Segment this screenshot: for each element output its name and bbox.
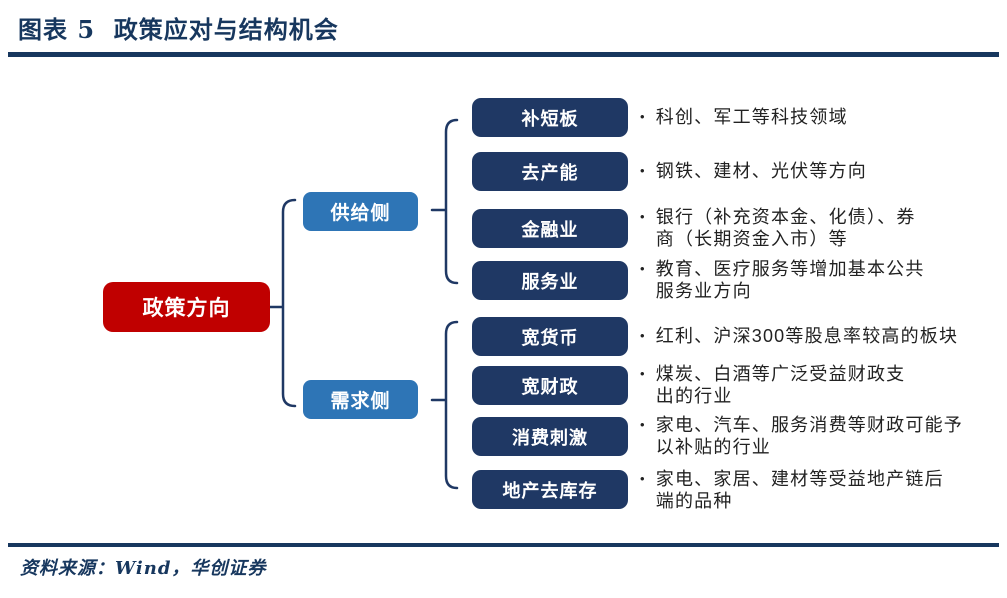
node-demand-side: 需求侧: [303, 380, 418, 419]
note-property-destocking: • 家电、家居、建材等受益地产链后 端的品种: [640, 468, 992, 512]
node-shore-up-weaknesses: 补短板: [472, 98, 628, 137]
note-cut-capacity: • 钢铁、建材、光伏等方向: [640, 160, 992, 182]
node-finance-industry: 金融业: [472, 209, 628, 248]
page-title: 图表 5 政策应对与结构机会: [18, 15, 339, 44]
node-label: 去产能: [521, 162, 579, 183]
footer-divider: [8, 543, 999, 547]
node-label: 服务业: [521, 271, 579, 292]
bullet-icon: •: [640, 209, 646, 224]
brace-demand-to-leaves: [430, 320, 459, 490]
node-service-industry: 服务业: [472, 261, 628, 300]
note-service-industry: • 教育、医疗服务等增加基本公共 服务业方向: [640, 258, 992, 302]
node-label: 政策方向: [142, 297, 231, 320]
note-text: 教育、医疗服务等增加基本公共 服务业方向: [655, 259, 925, 301]
node-consumption-stimulus: 消费刺激: [472, 417, 628, 456]
brace-supply-to-leaves: [430, 118, 459, 285]
note-finance-industry: • 银行（补充资本金、化债）、券 商（长期资金入市）等: [640, 206, 992, 250]
note-loose-fiscal: • 煤炭、白酒等广泛受益财政支 出的行业: [640, 363, 992, 407]
title-divider: [8, 52, 999, 57]
node-label: 宽货币: [521, 327, 579, 348]
node-cut-capacity: 去产能: [472, 152, 628, 191]
bullet-icon: •: [640, 109, 646, 124]
brace-root-to-branches: [268, 198, 297, 408]
node-property-destocking: 地产去库存: [472, 470, 628, 509]
node-label: 宽财政: [521, 376, 579, 397]
note-text: 红利、沪深300等股息率较高的板块: [655, 326, 959, 346]
node-label: 地产去库存: [502, 480, 598, 501]
node-label: 补短板: [521, 108, 579, 129]
note-shore-up-weaknesses: • 科创、军工等科技领域: [640, 106, 992, 128]
bullet-icon: •: [640, 328, 646, 343]
node-label: 金融业: [521, 219, 579, 240]
note-loose-money: • 红利、沪深300等股息率较高的板块: [640, 325, 992, 347]
note-consumption-stimulus: • 家电、汽车、服务消费等财政可能予 以补贴的行业: [640, 414, 992, 458]
note-text: 煤炭、白酒等广泛受益财政支 出的行业: [655, 364, 906, 406]
bullet-icon: •: [640, 163, 646, 178]
note-text: 家电、汽车、服务消费等财政可能予 以补贴的行业: [655, 415, 963, 457]
note-text: 银行（补充资本金、化债）、券 商（长期资金入市）等: [655, 207, 916, 249]
node-label: 需求侧: [330, 391, 391, 412]
bullet-icon: •: [640, 261, 646, 276]
bullet-icon: •: [640, 471, 646, 486]
note-text: 家电、家居、建材等受益地产链后 端的品种: [655, 469, 944, 511]
bullet-icon: •: [640, 417, 646, 432]
note-text: 科创、军工等科技领域: [655, 107, 848, 127]
node-label: 供给侧: [330, 203, 391, 224]
bullet-icon: •: [640, 366, 646, 381]
source-note: 资料来源：Wind，华创证券: [20, 558, 267, 579]
note-text: 钢铁、建材、光伏等方向: [655, 161, 867, 181]
node-label: 消费刺激: [512, 427, 588, 448]
node-loose-fiscal: 宽财政: [472, 366, 628, 405]
node-supply-side: 供给侧: [303, 192, 418, 231]
node-policy-direction: 政策方向: [103, 282, 270, 332]
node-loose-money: 宽货币: [472, 317, 628, 356]
